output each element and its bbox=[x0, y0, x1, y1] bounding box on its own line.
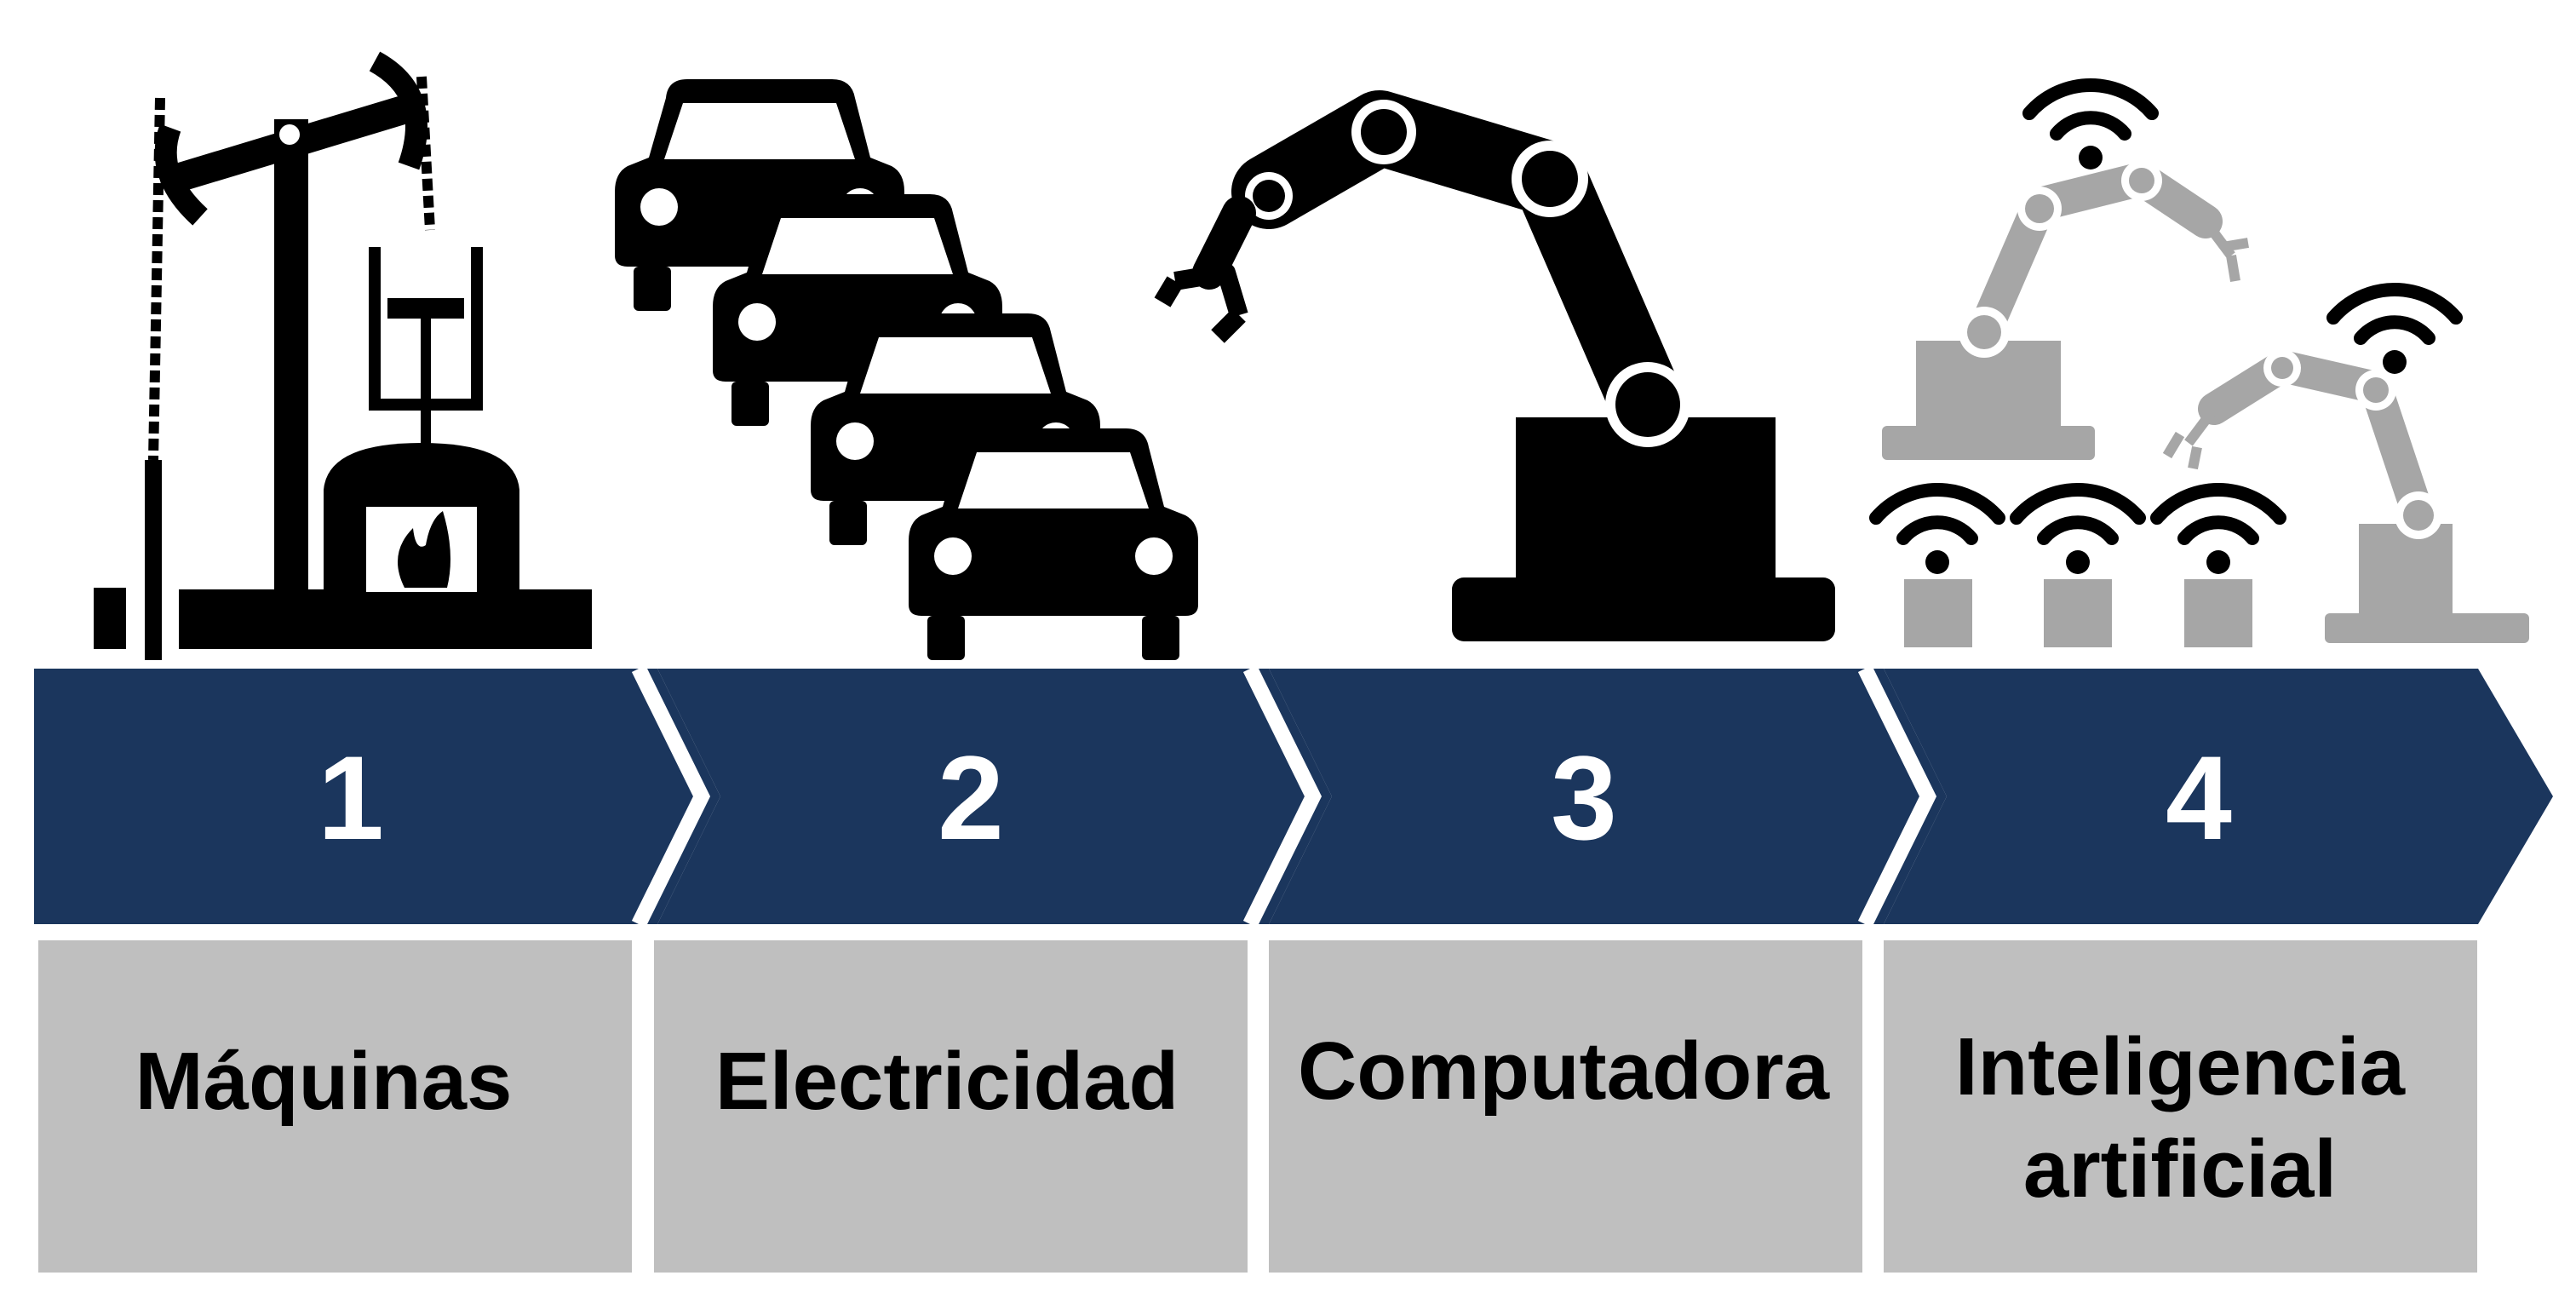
stage-label-2: Electricidad bbox=[715, 1036, 1179, 1127]
chevron-4 bbox=[1884, 669, 2553, 924]
connected-robots-wifi-icon bbox=[1876, 85, 2529, 647]
stage-number-3: 3 bbox=[1551, 731, 1617, 865]
stage-label-4-line-2: artificial bbox=[2023, 1123, 2337, 1215]
stage-number-1: 1 bbox=[318, 731, 384, 865]
assembly-line-cars-icon bbox=[615, 79, 1198, 660]
stage-number-4: 4 bbox=[2166, 731, 2232, 865]
label-box-2 bbox=[654, 940, 1248, 1273]
chevron-1 bbox=[34, 669, 720, 924]
stage-label-3: Computadora bbox=[1298, 1026, 1830, 1117]
chevron-2 bbox=[657, 669, 1332, 924]
stage-label-1: Máquinas bbox=[135, 1036, 513, 1127]
label-box-3 bbox=[1269, 940, 1862, 1273]
steam-engine-icon bbox=[94, 51, 592, 660]
stage-number-2: 2 bbox=[938, 731, 1004, 865]
robot-arm-icon bbox=[1154, 90, 1835, 641]
timeline-band bbox=[34, 665, 2553, 928]
label-box-4 bbox=[1884, 940, 2477, 1273]
label-box-1 bbox=[38, 940, 632, 1273]
stage-label-4-line-1: Inteligencia bbox=[1955, 1021, 2406, 1112]
chevron-3 bbox=[1269, 669, 1947, 924]
